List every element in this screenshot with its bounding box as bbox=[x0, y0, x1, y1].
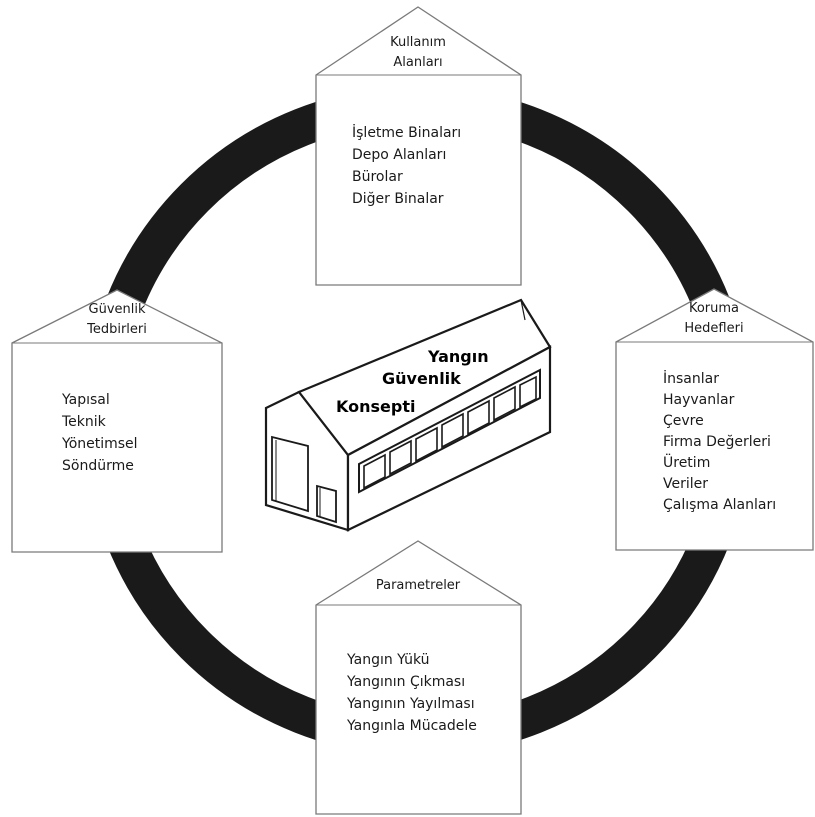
center-title-line2: Güvenlik bbox=[382, 369, 461, 388]
house-top-item: Diğer Binalar bbox=[352, 191, 444, 207]
house-right-title-line1: Koruma bbox=[689, 301, 739, 316]
house-right-item: Veriler bbox=[663, 476, 708, 492]
house-right: Koruma Hedefleri İnsanlar Hayvanlar Çevr… bbox=[615, 288, 814, 551]
building-door bbox=[316, 484, 337, 524]
house-top-title-line1: Kullanım bbox=[390, 35, 446, 50]
house-top-title-line2: Alanları bbox=[393, 55, 442, 70]
house-bottom-item: Yangının Çıkması bbox=[346, 674, 465, 690]
house-right-item: İnsanlar bbox=[663, 369, 719, 387]
house-bottom: Parametreler Yangın Yükü Yangının Çıkmas… bbox=[315, 540, 522, 815]
house-left-item: Teknik bbox=[61, 414, 107, 430]
center-title-line1: Yangın bbox=[427, 347, 489, 366]
house-left-title-line1: Güvenlik bbox=[89, 302, 146, 317]
house-bottom-item: Yangının Yayılması bbox=[346, 696, 475, 712]
building-windows bbox=[363, 375, 537, 490]
house-bottom-title: Parametreler bbox=[376, 578, 461, 593]
house-right-item: Firma Değerleri bbox=[663, 434, 771, 450]
house-top-item: Depo Alanları bbox=[352, 147, 446, 163]
house-right-item: Üretim bbox=[663, 453, 710, 471]
house-right-item: Hayvanlar bbox=[663, 392, 735, 408]
building-garage-door bbox=[271, 435, 309, 513]
house-bottom-item: Yangınla Mücadele bbox=[346, 718, 477, 734]
house-top: Kullanım Alanları İşletme Binaları Depo … bbox=[315, 6, 522, 286]
house-left-item: Yönetimsel bbox=[61, 436, 138, 452]
house-right-title-line2: Hedefleri bbox=[684, 321, 743, 336]
house-left-item: Yapısal bbox=[61, 392, 110, 408]
house-bottom-item: Yangın Yükü bbox=[346, 652, 430, 668]
house-right-item: Çalışma Alanları bbox=[663, 497, 776, 513]
house-top-item: Bürolar bbox=[352, 169, 403, 185]
house-left: Güvenlik Tedbirleri Yapısal Teknik Yönet… bbox=[11, 289, 223, 553]
house-left-item: Söndürme bbox=[62, 458, 134, 474]
center-title-line3: Konsepti bbox=[336, 397, 415, 416]
house-right-item: Çevre bbox=[663, 413, 704, 429]
house-left-title-line2: Tedbirleri bbox=[86, 322, 147, 337]
house-top-item: İşletme Binaları bbox=[352, 123, 461, 141]
building-illustration: Yangın Güvenlik Konsepti bbox=[264, 298, 552, 532]
